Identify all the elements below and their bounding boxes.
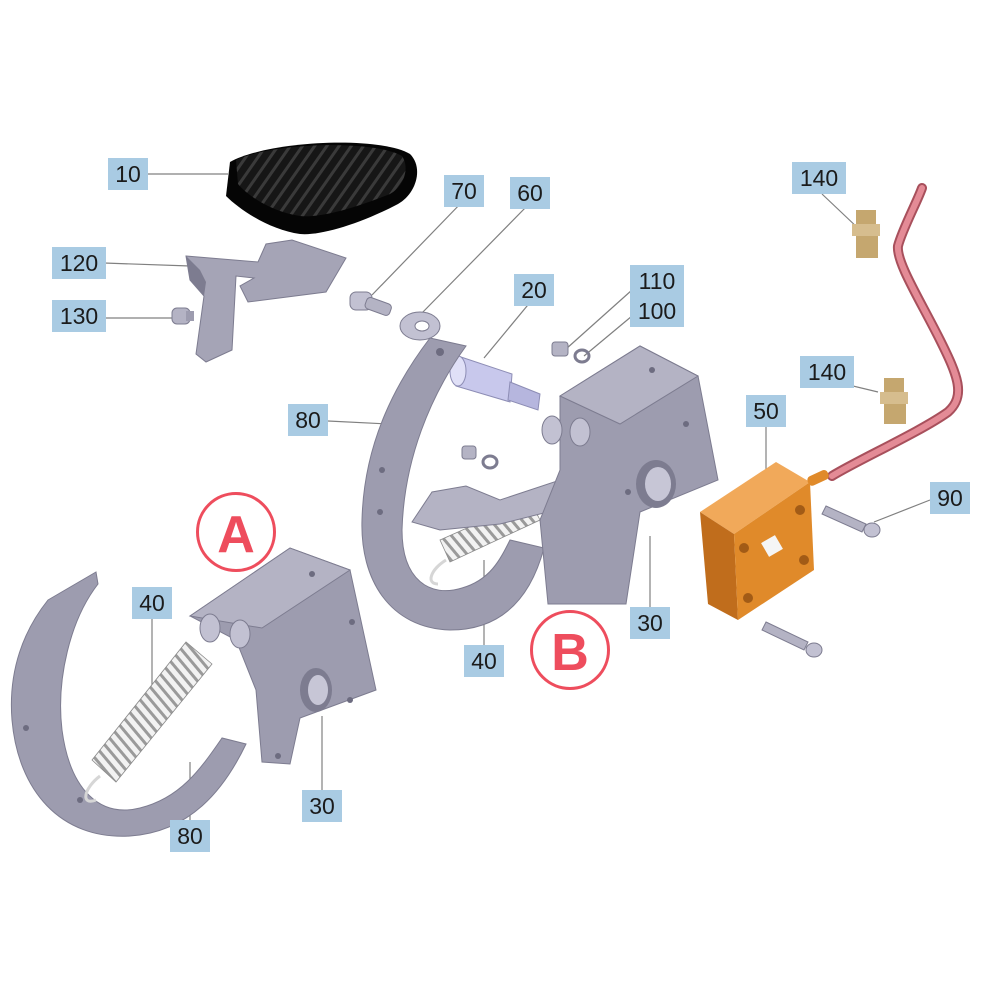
callout-100: 100 <box>630 295 684 327</box>
washer-60 <box>399 311 441 341</box>
callout-70: 70 <box>444 175 484 207</box>
fitting-140-mid <box>880 378 908 424</box>
screw-130 <box>171 307 194 325</box>
tube <box>827 183 964 481</box>
callout-60: 60 <box>510 177 550 209</box>
bolt-70 <box>349 291 392 316</box>
callout-120: 120 <box>52 247 106 279</box>
nut-110 <box>551 341 569 357</box>
callout-130: 130 <box>52 300 106 332</box>
callout-30-a: 30 <box>302 790 342 822</box>
shaft-20 <box>449 355 541 411</box>
callout-140-mid: 140 <box>800 356 854 388</box>
assembly-b <box>361 337 719 631</box>
callout-110: 110 <box>630 265 684 297</box>
assembly-a <box>10 547 377 837</box>
bracket-120 <box>185 239 347 363</box>
screw-lower <box>761 621 823 658</box>
variant-b-marker: B <box>530 610 610 690</box>
callout-30-b: 30 <box>630 607 670 639</box>
washer-100 <box>573 348 591 364</box>
callout-80-a: 80 <box>170 820 210 852</box>
callout-40-a: 40 <box>132 587 172 619</box>
callout-10: 10 <box>108 158 148 190</box>
callout-40-b: 40 <box>464 645 504 677</box>
nut-small <box>461 445 499 470</box>
callout-80-b: 80 <box>288 404 328 436</box>
callout-140-top: 140 <box>792 162 846 194</box>
screw-90 <box>821 505 881 538</box>
callout-20: 20 <box>514 274 554 306</box>
fitting-140-top <box>852 210 880 258</box>
callout-90: 90 <box>930 482 970 514</box>
variant-a-marker: A <box>196 492 276 572</box>
block-50 <box>700 462 829 620</box>
pedal-pad <box>226 142 418 235</box>
callout-50: 50 <box>746 395 786 427</box>
